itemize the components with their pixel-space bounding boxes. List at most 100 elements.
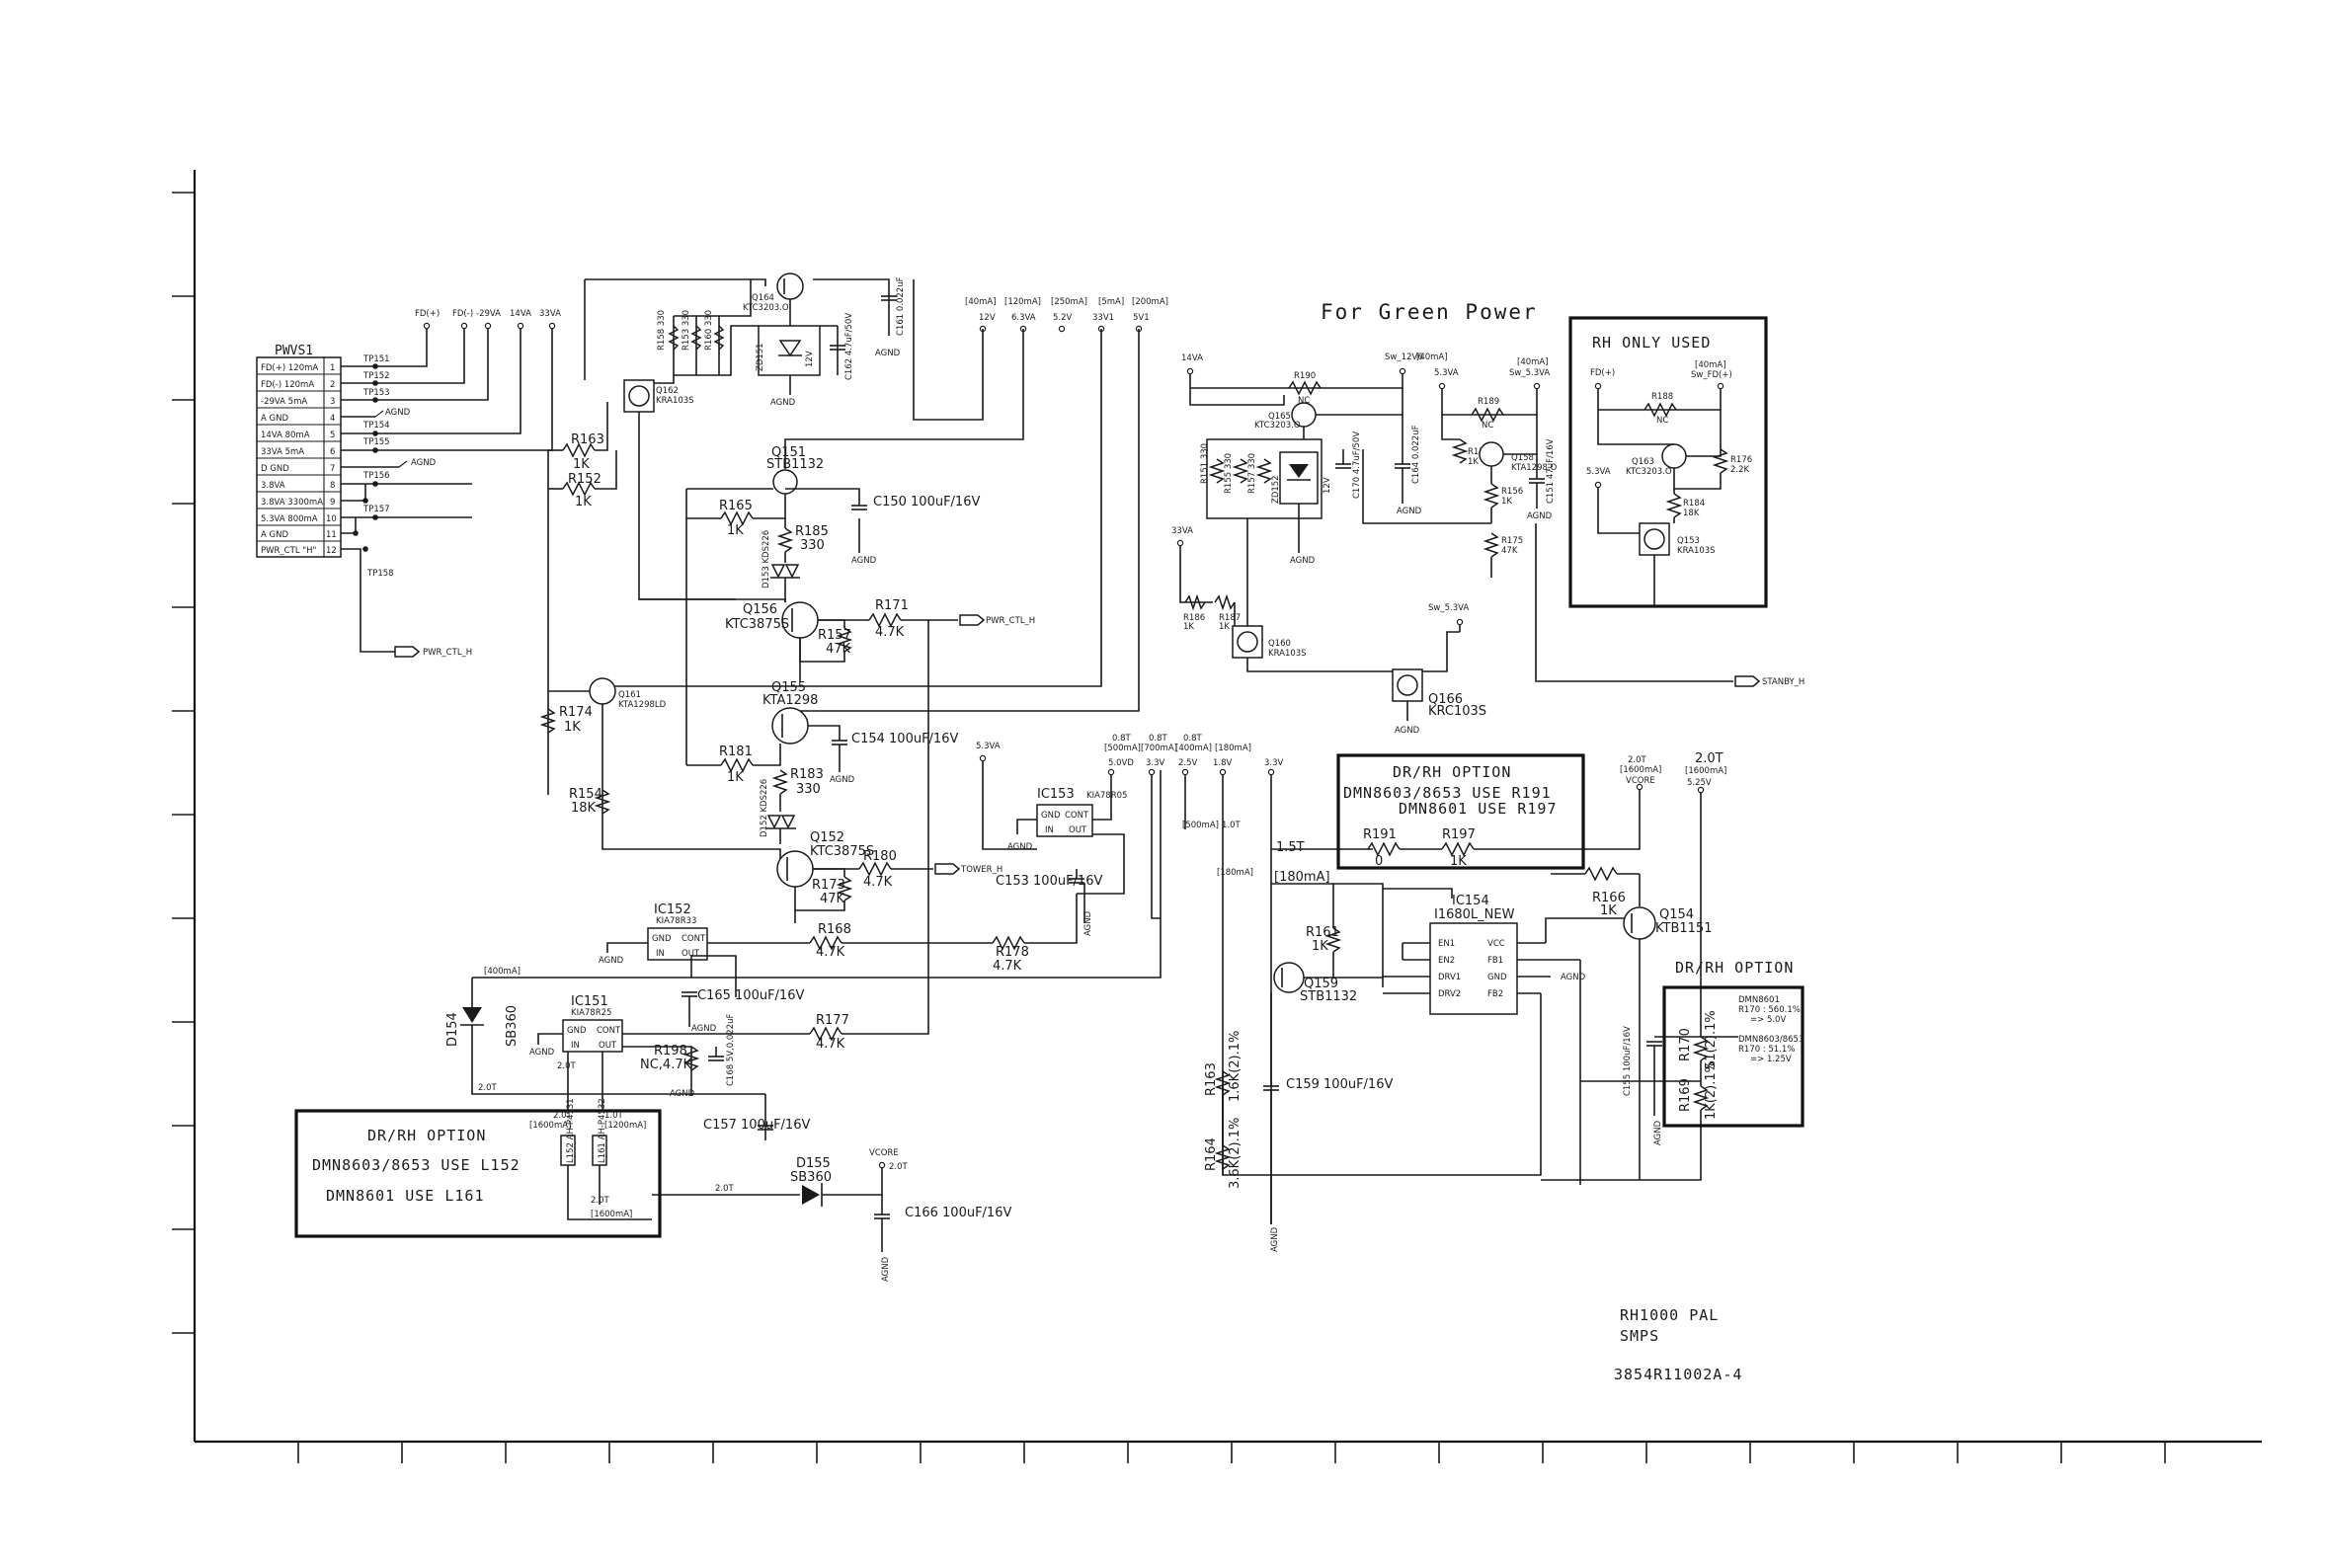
net-0-8t: 0.8T <box>1112 734 1132 744</box>
net-3-3v: 3.3V <box>1146 758 1165 768</box>
pin-number: 6 <box>330 447 335 457</box>
net-vcore: VCORE <box>869 1148 899 1158</box>
r198-val: NC,4.7K <box>640 1058 692 1072</box>
r177-name: R177 <box>816 1013 849 1028</box>
net-agnd: AGND <box>529 1048 555 1058</box>
r197-name: R197 <box>1442 827 1476 842</box>
net-1600ma: [1600mA] <box>1685 766 1726 776</box>
q158-name: Q158 <box>1511 453 1534 463</box>
net-1600ma: [1600mA] <box>1620 765 1661 775</box>
net-700ma: [700mA] <box>1141 744 1177 753</box>
net-1-0t: 1.0T <box>1222 821 1242 830</box>
net-180ma: [180mA] <box>1274 870 1330 885</box>
tp-label: TP151 <box>362 354 390 364</box>
r156-name: R156 <box>1501 487 1523 497</box>
r168-name: R168 <box>818 922 851 937</box>
net-33va: 33VA <box>1171 526 1193 536</box>
r163b-val: 1.6K(2).1% <box>1228 1031 1243 1102</box>
r157b-label: R157 330 <box>1247 453 1257 494</box>
pin-label: A GND <box>261 530 288 540</box>
r158-label: R158 330 <box>657 310 667 351</box>
q152-name: Q152 <box>810 830 844 845</box>
c155-label: C155 100uF/16V <box>1623 1026 1633 1096</box>
ic153-name: IC153 <box>1037 787 1075 802</box>
net-agnd: AGND <box>830 775 855 785</box>
net-40ma: [40mA] <box>1416 353 1448 362</box>
zd151-label: ZD151 <box>756 343 765 371</box>
title-line1: RH1000 PAL <box>1620 1306 1719 1324</box>
net-2-0t: 2.0T <box>1628 755 1647 765</box>
ic154-pin: EN2 <box>1438 956 1455 966</box>
r154-val: 18K <box>571 801 597 816</box>
option-head: DR/RH OPTION <box>1675 959 1794 977</box>
net-2-0t: 2.0T <box>478 1083 498 1093</box>
option-line: DMN8601 USE R197 <box>1399 800 1558 818</box>
connector-pwvs1: PWVS1 FD(+) 120mA FD(-) 120mA -29VA 5mA … <box>256 344 394 579</box>
green-power-section: For Green Power 14VA Sw_12V6 [40mA] R190… <box>1171 300 1558 736</box>
r166-val: 1K <box>1600 903 1617 918</box>
r170-val: 51(2).1% <box>1704 1010 1719 1069</box>
pin-label: 3.8VA <box>261 481 285 491</box>
r174-name: R174 <box>559 705 593 720</box>
pin-label: 14VA 80mA <box>261 431 310 440</box>
q160-name: Q160 <box>1268 639 1291 649</box>
r181-val: 1K <box>727 770 744 785</box>
net-500ma: [500mA] <box>1182 821 1219 830</box>
option-line: DMN8601 <box>1738 995 1780 1005</box>
q164-name: Q164 <box>752 293 774 303</box>
q161-part: KTA1298LD <box>618 700 667 710</box>
pin-number: 11 <box>326 530 337 540</box>
r191-name: R191 <box>1363 827 1397 842</box>
l161-label: L161 AH-P4532 <box>598 1098 607 1163</box>
d152-label: D152 KDS226 <box>760 779 769 837</box>
ic154-part: I1680L_NEW <box>1434 907 1515 922</box>
r156-val: 1K <box>1501 497 1512 507</box>
tp-label: TP155 <box>362 437 390 447</box>
pin-label: -29VA 5mA <box>261 397 307 407</box>
net-agnd: AGND <box>1527 511 1553 521</box>
net-2-0t: 2.0T <box>557 1061 577 1071</box>
pin-number: 5 <box>330 431 335 440</box>
r151-label: R151 330 <box>1200 443 1210 484</box>
net-0-8t: 0.8T <box>1149 734 1168 744</box>
ic152-part: KIA78R33 <box>656 916 696 926</box>
rail-label: 14VA <box>510 309 531 319</box>
tp-label: TP158 <box>366 569 394 579</box>
r163-val: 1K <box>573 457 590 472</box>
net-500ma: [500mA] <box>1104 744 1141 753</box>
q160-part: KRA103S <box>1268 649 1307 659</box>
q159-name: Q159 <box>1304 977 1338 991</box>
c170-label: C170 4.7uF/50V <box>1352 431 1362 499</box>
ic154-pin: DRV2 <box>1438 989 1461 999</box>
q161-name: Q161 <box>618 690 641 700</box>
q166-name: Q166 <box>1428 692 1463 707</box>
title-line2: SMPS <box>1620 1327 1659 1345</box>
pin-label: PWR_CTL "H" <box>261 546 317 556</box>
rail-voltage: 33V1 <box>1092 313 1114 323</box>
rail-current: [120mA] <box>1004 297 1041 307</box>
r168-val: 4.7K <box>816 945 845 960</box>
r178-val: 4.7K <box>993 959 1022 974</box>
d153-label: D153 KDS226 <box>762 530 771 588</box>
ic154-name: IC154 <box>1452 894 1489 908</box>
c165-label: C165 100uF/16V <box>697 988 804 1003</box>
option-line: R170 : 51.1% <box>1738 1045 1795 1055</box>
net-agnd: AGND <box>1290 556 1316 566</box>
net-agnd: AGND <box>599 956 624 966</box>
r165-name: R165 <box>719 499 753 513</box>
r160-label: R160 330 <box>704 310 714 351</box>
rh-only-title: RH ONLY USED <box>1592 334 1711 352</box>
rail-voltage: 5V1 <box>1133 313 1150 323</box>
part-number: 3854R11002A-4 <box>1614 1366 1742 1383</box>
d154-part: SB360 <box>505 1005 520 1047</box>
pin-number: 4 <box>330 414 335 424</box>
d155-name: D155 <box>796 1156 831 1171</box>
c161-label: C161 0.022uF <box>896 276 906 336</box>
option-line: DMN8603/8653 USE R191 <box>1343 784 1552 802</box>
pin-label: A GND <box>261 414 288 424</box>
q156-part: KTC3875S <box>725 617 789 632</box>
title-block: RH1000 PAL SMPS 3854R11002A-4 <box>1614 1306 1742 1383</box>
q165-part: KTC3203.O <box>1254 421 1301 431</box>
r197-val: 1K <box>1450 854 1467 869</box>
q156-name: Q156 <box>743 602 777 617</box>
